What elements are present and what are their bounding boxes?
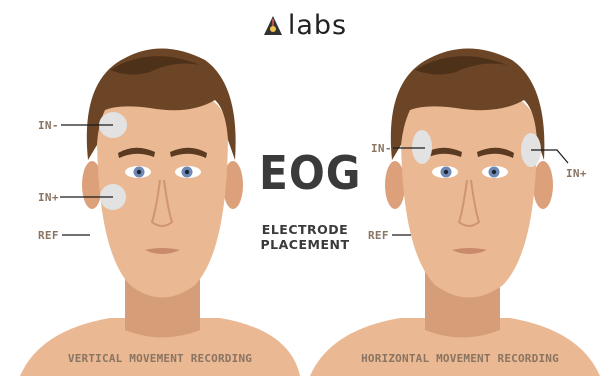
horizontal-caption: HORIZONTAL MOVEMENT RECORDING — [310, 352, 610, 365]
left-face — [20, 48, 300, 376]
right-face — [310, 48, 600, 376]
left-in-plus-label: IN+ — [38, 191, 59, 204]
right-in-minus-label: IN- — [371, 142, 392, 155]
eog-title: EOG — [259, 146, 351, 200]
left-ref-label: REF — [38, 229, 59, 242]
right-in-plus-label: IN+ — [566, 167, 587, 180]
electrode-placement-subtitle: ELECTRODE PLACEMENT — [245, 222, 365, 252]
left-in-minus-label: IN- — [38, 119, 59, 132]
vertical-caption: VERTICAL MOVEMENT RECORDING — [10, 352, 310, 365]
right-ref-label: REF — [368, 229, 389, 242]
